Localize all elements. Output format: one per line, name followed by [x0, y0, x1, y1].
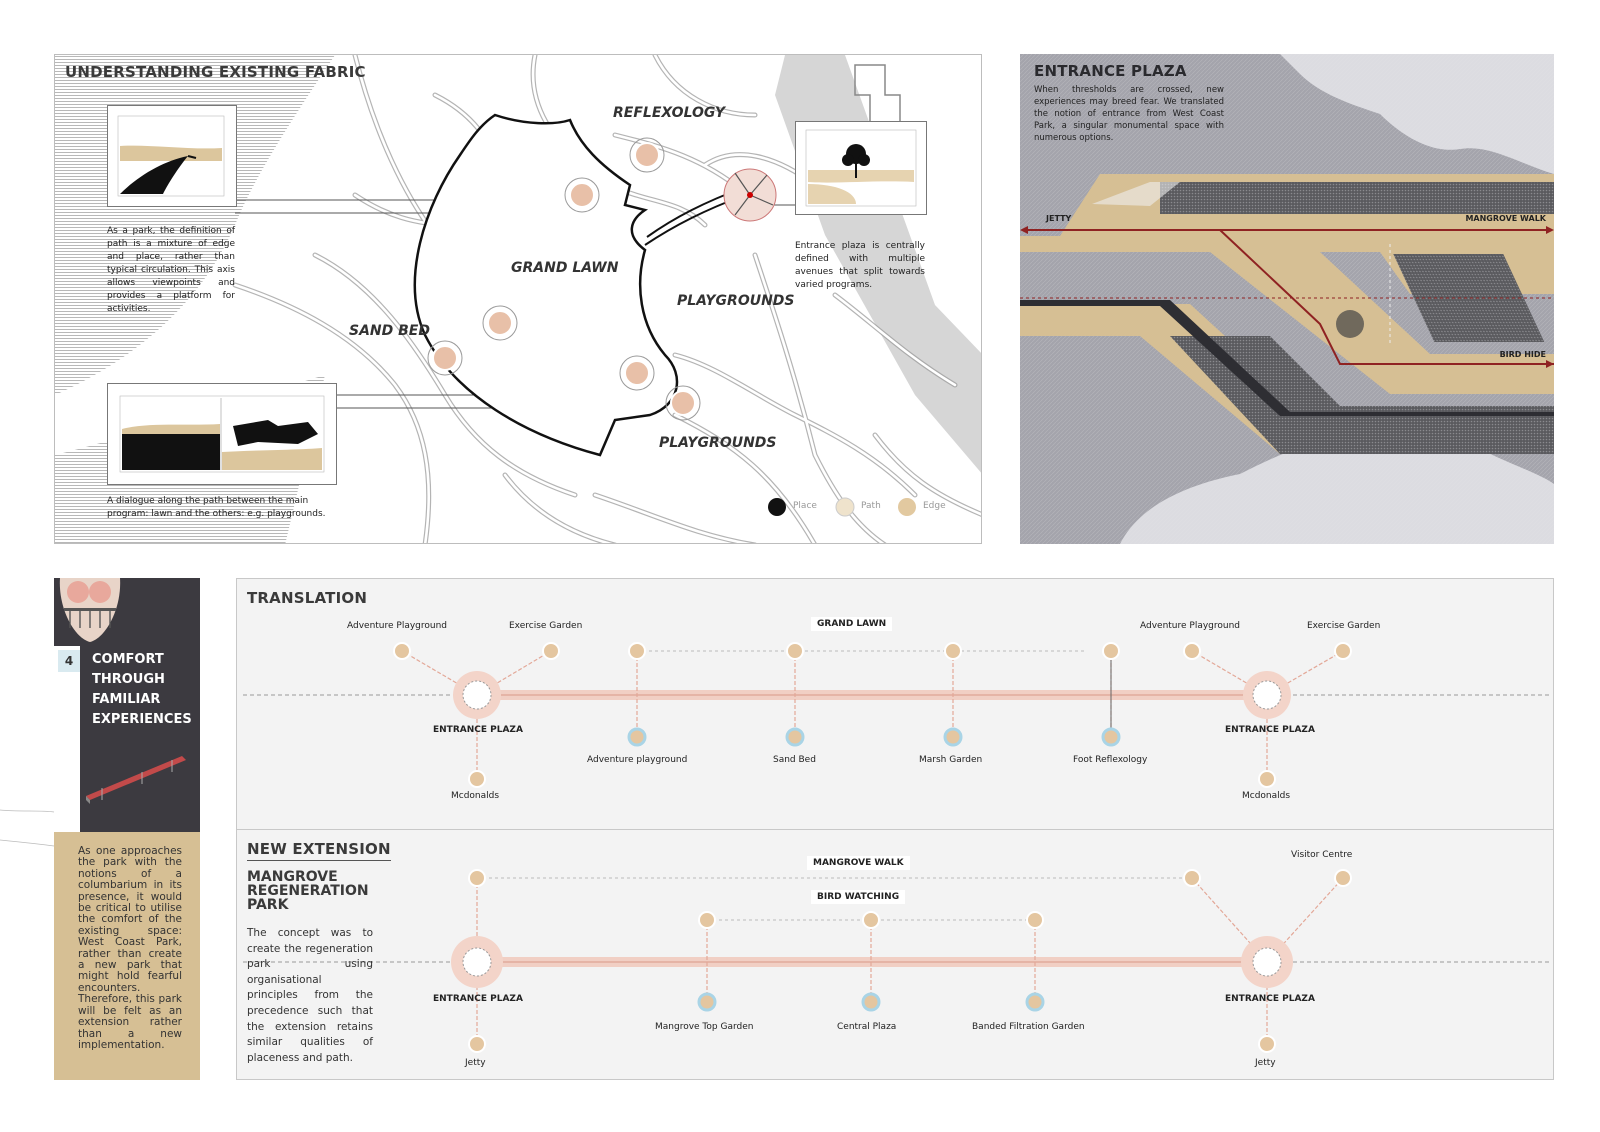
- planting-bed-lower: [1170, 336, 1554, 454]
- inset-lawn-section: [107, 383, 337, 485]
- fabric-title: UNDERSTANDING EXISTING FABRIC: [65, 63, 366, 81]
- planting-bed-center: [1393, 254, 1545, 342]
- extension-text: The concept was to create the regenerati…: [247, 927, 373, 1064]
- extension-diagram: [243, 869, 1549, 1053]
- legend-path-swatch: [835, 497, 855, 517]
- sidebar-title-line: COMFORT: [92, 652, 164, 667]
- program-label: Marsh Garden: [919, 755, 983, 765]
- extension-subtitle: MANGROVE REGENERATION PARK: [247, 870, 369, 912]
- plaza-label: ENTRANCE PLAZA: [433, 725, 523, 735]
- map-label-playgrounds: PLAYGROUNDS: [677, 293, 795, 309]
- extension-title: NEW EXTENSION: [247, 840, 391, 861]
- legend-place-swatch: [768, 498, 786, 516]
- inset-entrance-section: [795, 121, 927, 215]
- plaza-label: ENTRANCE PLAZA: [1225, 994, 1315, 1004]
- node-label: Adventure Playground: [1140, 621, 1241, 631]
- path-text: As a park, the definition of path is a m…: [107, 226, 235, 314]
- extension-subtitle-line: PARK: [247, 897, 289, 913]
- cross-deck: [1210, 252, 1554, 394]
- plaza-text: When thresholds are crossed, new experie…: [1034, 85, 1224, 143]
- hatched-ramp: [1092, 182, 1180, 206]
- program-label: Adventure playground: [587, 755, 688, 765]
- plaza-title: ENTRANCE PLAZA: [1034, 62, 1187, 80]
- program-label: Central Plaza: [837, 1022, 897, 1032]
- plaza-label: ENTRANCE PLAZA: [433, 994, 523, 1004]
- plaza-panel: ENTRANCE PLAZA When thresholds are cross…: [1020, 54, 1554, 544]
- mangrove-walk-tag: MANGROVE WALK: [807, 856, 910, 870]
- cloud-top: [1280, 54, 1554, 174]
- map-label-playgrounds-lower: PLAYGROUNDS: [659, 435, 777, 451]
- node-label: Jetty: [1255, 1058, 1276, 1068]
- label-jetty: JETTY: [1046, 214, 1072, 223]
- sidebar-text: As one approaches the park with the noti…: [78, 845, 182, 1051]
- jetty-deck: [1020, 236, 1554, 252]
- map-label-reflexology: REFLEXOLOGY: [613, 105, 725, 121]
- sidebar-emblem: [59, 578, 121, 642]
- node-label: Adventure Playground: [347, 621, 448, 631]
- node-label: Jetty: [465, 1058, 486, 1068]
- legend-edge-label: Edge: [923, 501, 946, 511]
- program-label: Foot Reflexology: [1073, 755, 1148, 765]
- legend-place-label: Place: [793, 501, 817, 511]
- program-label: Banded Filtration Garden: [972, 1022, 1085, 1032]
- sidebar-text-box: As one approaches the park with the noti…: [54, 832, 200, 1080]
- visitor-centre-label: Visitor Centre: [1291, 850, 1353, 860]
- sidebar-title-line: FAMILIAR: [92, 692, 161, 707]
- node-label: Exercise Garden: [1307, 621, 1381, 631]
- label-mangrove-walk: MANGROVE WALK: [1465, 214, 1546, 223]
- sidebar-number-tab: [54, 646, 80, 832]
- legend-edge-swatch: [898, 498, 916, 516]
- sidebar-title: COMFORT THROUGH FAMILIAR EXPERIENCES: [92, 650, 192, 730]
- node-label: Mcdonalds: [1242, 791, 1291, 801]
- plaza-plan: [1020, 54, 1554, 544]
- translation-diagram: [243, 642, 1549, 788]
- legend-path-label: Path: [861, 501, 881, 511]
- program-label: Sand Bed: [773, 755, 816, 765]
- program-label: Mangrove Top Garden: [655, 1022, 754, 1032]
- grand-lawn-tag: GRAND LAWN: [811, 617, 893, 631]
- label-bird-hide: BIRD HIDE: [1499, 350, 1546, 359]
- dialogue-text: A dialogue along the path between the ma…: [107, 496, 326, 519]
- sidebar-axon-sketch: [86, 756, 186, 804]
- node-label: Mcdonalds: [451, 791, 500, 801]
- translation-panel: TRANSLATION GRAND LAWN Adventure Playgro…: [236, 578, 1554, 830]
- inset-path-section: [107, 105, 237, 207]
- sidebar-leader-lines: [0, 809, 55, 847]
- sidebar-title-line: THROUGH: [92, 672, 165, 687]
- plaza-label: ENTRANCE PLAZA: [1225, 725, 1315, 735]
- bird-watching-tag: BIRD WATCHING: [811, 890, 906, 904]
- planting-bed-top: [1160, 182, 1554, 214]
- sidebar-number: 4: [58, 650, 80, 672]
- map-label-sand-bed: SAND BED: [349, 323, 430, 339]
- extension-subtitle-line: MANGROVE: [247, 869, 338, 885]
- grand-lawn-outline: [413, 113, 679, 457]
- map-label-grand-lawn: GRAND LAWN: [511, 260, 619, 276]
- extension-panel: NEW EXTENSION MANGROVE REGENERATION PARK…: [236, 829, 1554, 1080]
- cloud-bottom: [1120, 441, 1554, 544]
- fabric-panel: UNDERSTANDING EXISTING FABRIC As a park,…: [54, 54, 982, 544]
- sidebar-title-line: EXPERIENCES: [92, 712, 192, 727]
- translation-title: TRANSLATION: [247, 589, 368, 607]
- extension-subtitle-line: REGENERATION: [247, 883, 369, 899]
- sidebar: 4 COMFORT THROUGH FAMILIAR EXPERIENCES: [54, 578, 200, 832]
- entrance-text: Entrance plaza is centrally defined with…: [795, 241, 925, 290]
- node-label: Exercise Garden: [509, 621, 583, 631]
